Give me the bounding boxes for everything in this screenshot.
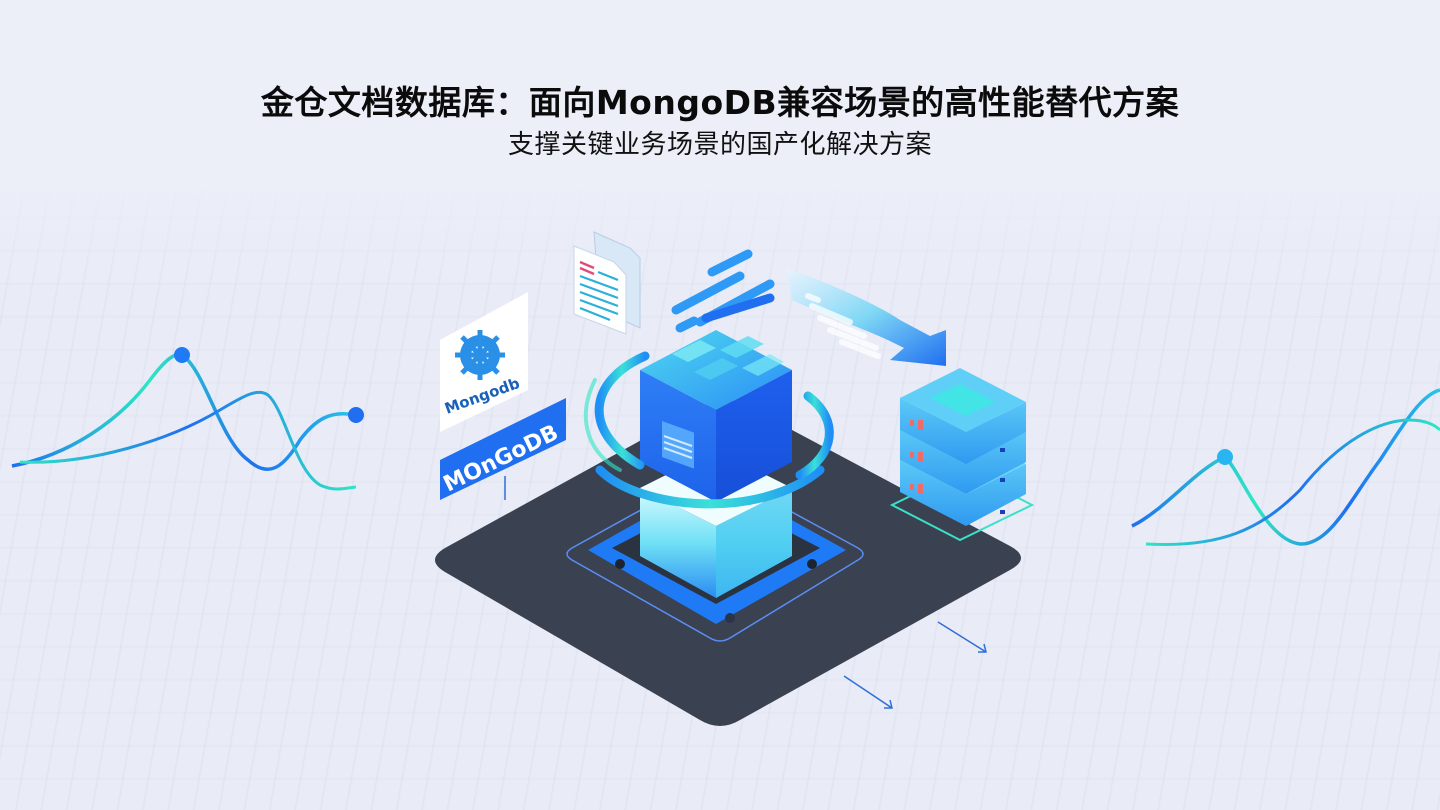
orbit-rings (584, 351, 834, 509)
migration-arrow-icon (786, 268, 946, 366)
page-title: 金仓文档数据库：面向MongoDB兼容场景的高性能替代方案 (260, 83, 1180, 122)
data-stream-bars (671, 249, 775, 333)
document-icon (573, 231, 641, 335)
database-cube (640, 330, 792, 502)
mongodb-logo-card: Mongodb (440, 292, 528, 432)
server-stack-icon (889, 368, 1035, 542)
background-fade (0, 0, 1440, 300)
right-wave-decoration (1131, 388, 1440, 547)
flow-arrows (843, 621, 987, 709)
left-wave-decoration (11, 347, 364, 491)
page-subtitle: 支撑关键业务场景的国产化解决方案 (507, 130, 932, 160)
